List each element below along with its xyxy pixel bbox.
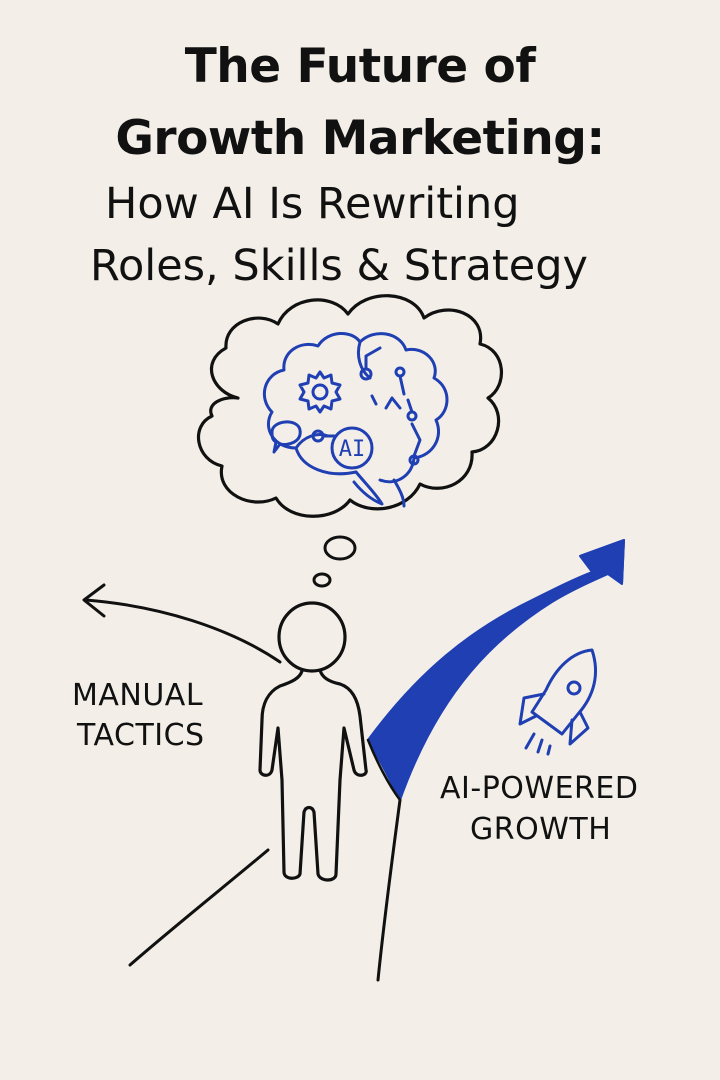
gear-icon	[298, 370, 342, 414]
manual-path	[84, 598, 282, 967]
thought-cloud	[196, 294, 503, 518]
subtitle-line-2: Roles, Skills & Strategy	[90, 241, 588, 291]
arrow-up-right-icon	[579, 539, 625, 585]
growth-path	[366, 539, 625, 982]
manual-tactics-label-line-2: TACTICS	[77, 718, 205, 753]
title-line-2: Growth Marketing:	[115, 111, 605, 166]
brain-icon	[262, 332, 449, 508]
person-figure	[258, 601, 368, 882]
manual-tactics-label-line-1: MANUAL	[72, 678, 204, 713]
thought-bubble-small-1	[323, 535, 357, 561]
title-line-1: The Future of	[184, 39, 536, 94]
subtitle-line-1: How AI Is Rewriting	[105, 179, 520, 229]
ai-powered-growth-label-line-2: GROWTH	[470, 812, 612, 847]
brain-ai-label: AI	[339, 437, 366, 462]
speech-bubble-icon	[270, 420, 302, 454]
rocket-icon	[518, 648, 597, 756]
arrow-left-icon	[82, 583, 106, 618]
ai-powered-growth-label-line-1: AI-POWERED	[440, 771, 639, 806]
thought-bubble-small-2	[312, 572, 332, 588]
